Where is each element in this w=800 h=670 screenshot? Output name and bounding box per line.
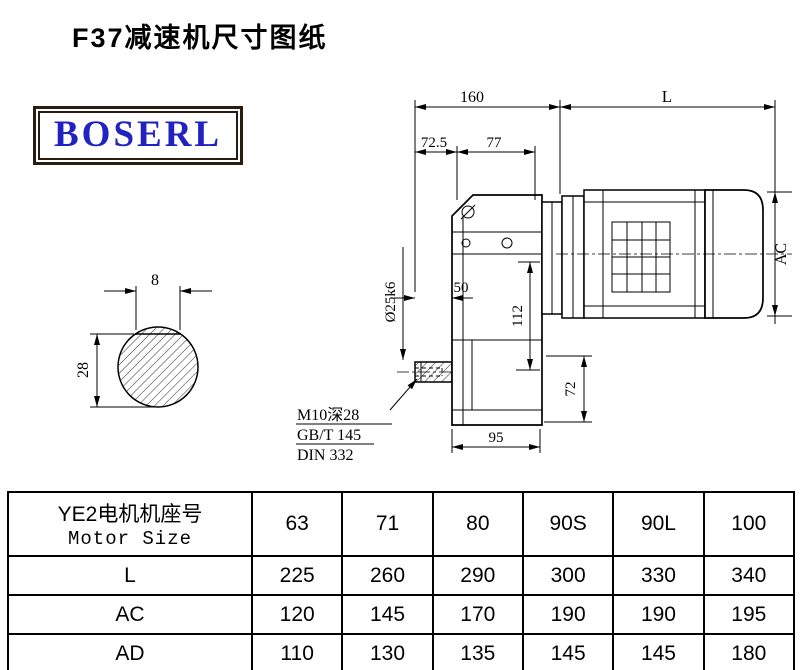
table-row-AC: AC 120 145 170 190 190 195 (7, 594, 796, 635)
brand-logo-text: BOSERL (54, 114, 223, 155)
dim-value-cell: 145 (521, 633, 615, 670)
table-row-header: YE2电机机座号 Motor Size 63 71 80 90S 90L 100 (7, 491, 796, 557)
size-cell: 100 (702, 491, 796, 557)
table-row-AD: AD 110 130 135 145 145 180 (7, 633, 796, 670)
size-cell: 90S (521, 491, 615, 557)
dim-value-cell: 330 (612, 555, 705, 596)
thread-note: M10深28 (297, 406, 359, 424)
dim-value-cell: 135 (431, 633, 524, 670)
dim-95-label: 95 (489, 430, 504, 446)
dim-row-label: L (7, 555, 253, 596)
dim-25k6-label: Ø25k6 (383, 281, 399, 322)
dim-row-label: AC (7, 594, 253, 635)
dim-value-cell: 340 (702, 555, 796, 596)
page-title: F37减速机尺寸图纸 (72, 23, 328, 53)
size-cell: 71 (341, 491, 434, 557)
dim-72-5-label: 72.5 (421, 135, 447, 151)
size-cell: 90L (612, 491, 705, 557)
dim-value-cell: 120 (250, 594, 344, 635)
standard-note-din: DIN 332 (297, 447, 353, 464)
brand-logo-inner: BOSERL (38, 111, 239, 160)
motor-size-header-cell: YE2电机机座号 Motor Size (7, 491, 253, 557)
dim-value-cell: 225 (250, 555, 344, 596)
dim-value-cell: 145 (341, 594, 434, 635)
dim-value-cell: 290 (431, 555, 524, 596)
dim-value-cell: 180 (702, 633, 796, 670)
dim-50-label: 50 (454, 280, 469, 296)
shaft-section-circle (117, 326, 199, 408)
dim-value-cell: 190 (521, 594, 615, 635)
dim-value-cell: 110 (250, 633, 344, 670)
dim-value-cell: 195 (702, 594, 796, 635)
lifting-eye-hole (461, 205, 475, 219)
flange-bolt-hole (461, 238, 471, 248)
size-cell: 80 (431, 491, 524, 557)
dim-112-label: 112 (510, 305, 526, 327)
dim-value-cell: 130 (341, 633, 434, 670)
shaft-section-view (90, 286, 212, 408)
dim-AC-label: AC (773, 243, 790, 265)
dim-value-cell: 145 (612, 633, 705, 670)
gearbox-outline (451, 194, 543, 426)
technical-drawing: 160 L 72.5 77 AC 8 28 Ø25k6 50 112 72 95… (75, 87, 792, 464)
dimension-labels: 160 L 72.5 77 AC 8 28 Ø25k6 50 112 72 95… (75, 87, 790, 464)
dim-value-cell: 170 (431, 594, 524, 635)
standard-note-gbt: GB/T 145 (297, 427, 361, 444)
motor-size-label-en: Motor Size (67, 528, 193, 550)
motor-size-label-cn: YE2电机机座号 (57, 503, 203, 526)
brand-logo-frame: BOSERL (33, 106, 244, 165)
dimension-lines (296, 100, 792, 453)
dim-value-cell: 260 (341, 555, 434, 596)
dimension-table: YE2电机机座号 Motor Size 63 71 80 90S 90L 100… (7, 491, 796, 670)
dim-value-cell: 300 (521, 555, 615, 596)
gear-unit-view (397, 189, 792, 426)
dim-160-label: 160 (460, 89, 484, 106)
flange-bolt-hole (501, 237, 513, 249)
dim-L-label: L (662, 87, 672, 106)
dim-row-label: AD (7, 633, 253, 670)
dim-72-label: 72 (563, 382, 579, 397)
size-cell: 63 (250, 491, 344, 557)
table-row-L: L 225 260 290 300 330 340 (7, 555, 796, 596)
dim-28-label: 28 (75, 362, 92, 378)
dim-8-label: 8 (151, 272, 159, 289)
dim-value-cell: 190 (612, 594, 705, 635)
dim-77-label: 77 (487, 135, 503, 151)
